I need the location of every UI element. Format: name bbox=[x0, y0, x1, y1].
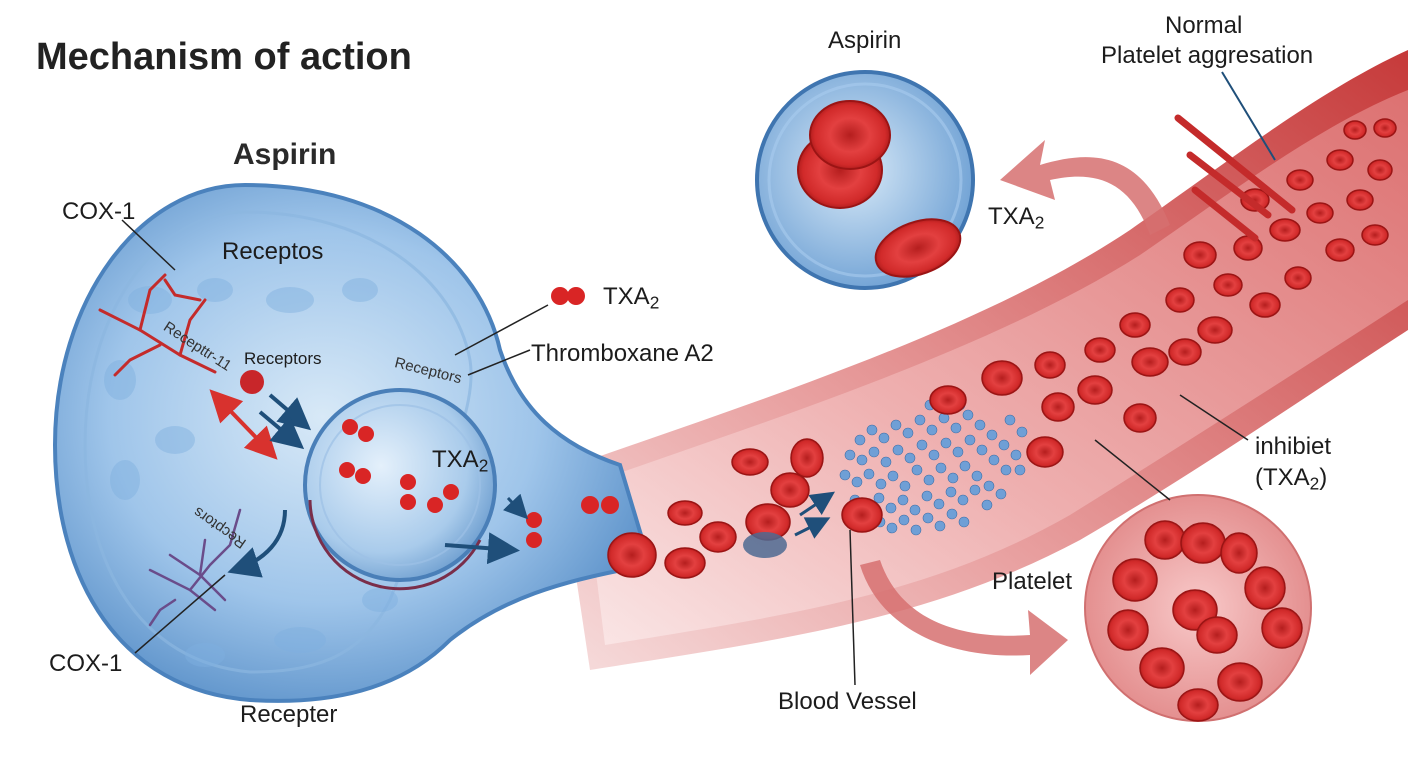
blood-vessel-label: Blood Vessel bbox=[778, 688, 917, 715]
receptos-label: Receptos bbox=[222, 238, 324, 265]
normal-aggregation-label-line2: Platelet aggresation bbox=[1101, 42, 1314, 69]
txa2-molecules bbox=[240, 287, 619, 548]
txa2-molecule-label: TXA2 bbox=[603, 283, 660, 313]
vessel-red-blood-cells bbox=[607, 118, 1397, 579]
pathway-arrows bbox=[209, 389, 835, 578]
arrow-to-platelet-inset bbox=[860, 560, 1068, 675]
cox1-vessels-top bbox=[98, 273, 217, 377]
cox1-bottom-label: COX-1 bbox=[49, 650, 123, 677]
txa2-inset-label: TXA2 bbox=[988, 203, 1045, 233]
aspirin-inset bbox=[755, 70, 975, 290]
txa2-inside-label: TXA2 bbox=[432, 446, 489, 476]
aggregation-rods bbox=[1174, 114, 1296, 242]
txa2-legend-molecule bbox=[551, 287, 585, 305]
platelet-label: Platelet bbox=[992, 568, 1073, 595]
arrow-to-aspirin-inset bbox=[1000, 140, 1170, 235]
aspirin-main-label: Aspirin bbox=[233, 138, 337, 171]
aspirin-inset-label: Aspirin bbox=[828, 27, 902, 54]
platelet-inset bbox=[1084, 494, 1312, 722]
dark-platelet bbox=[743, 532, 787, 558]
blue-arrow-2 bbox=[258, 410, 305, 450]
leader-lines bbox=[121, 71, 1276, 686]
receptor-vessels-bottom bbox=[148, 508, 242, 627]
cox1-red-arrow bbox=[209, 389, 278, 460]
thromboxane-label: Thromboxane A2 bbox=[531, 340, 714, 367]
diagram-title: Mechanism of action bbox=[36, 36, 412, 78]
recepter-label: Recepter bbox=[240, 701, 338, 728]
receptor-molecule bbox=[240, 370, 264, 394]
blue-arrow-6 bbox=[794, 517, 831, 539]
blue-arrow-5 bbox=[799, 491, 835, 517]
cox1-top-label: COX-1 bbox=[62, 198, 136, 225]
inhibit-label-line2: (TXA2) bbox=[1255, 464, 1328, 494]
receptors-small-label: Receptors bbox=[244, 349, 322, 368]
normal-aggregation-label-line1: Normal bbox=[1165, 12, 1243, 39]
blue-arrow-3 bbox=[444, 532, 520, 565]
nucleus bbox=[303, 388, 497, 591]
cell-texture bbox=[104, 278, 398, 667]
inhibit-label-line1: inhibiet bbox=[1255, 433, 1332, 460]
blue-arrow-4 bbox=[502, 493, 529, 520]
blue-curved-arrow bbox=[227, 509, 287, 578]
